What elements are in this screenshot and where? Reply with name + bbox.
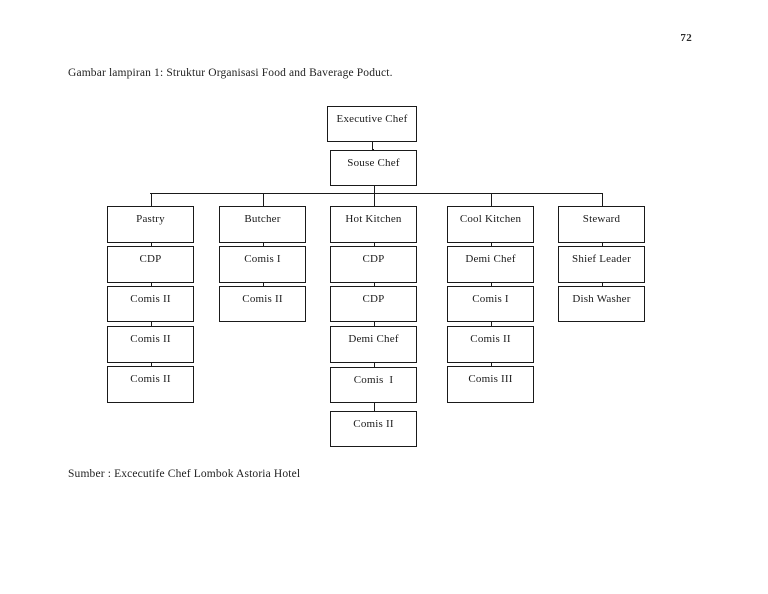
org-node-butcher-2: Comis II xyxy=(219,286,306,322)
org-node-cool-1: Demi Chef xyxy=(447,246,534,283)
org-node-pastry-2: Comis II xyxy=(107,286,194,322)
org-node-steward: Steward xyxy=(558,206,645,243)
connector-line xyxy=(373,403,375,411)
connector-horizontal-bar xyxy=(150,193,602,195)
connector-line xyxy=(150,322,152,326)
connector-line xyxy=(490,322,492,326)
org-node-pastry-3: Comis II xyxy=(107,326,194,363)
connector-line xyxy=(601,243,603,246)
connector-line xyxy=(262,283,264,286)
connector-line xyxy=(150,243,152,246)
org-node-hot-1: CDP xyxy=(330,246,417,283)
connector-line xyxy=(601,283,603,286)
org-node-executive-chef: Executive Chef xyxy=(327,106,417,142)
org-node-steward-2: Dish Washer xyxy=(558,286,645,322)
org-node-souse-chef: Souse Chef xyxy=(330,150,417,186)
connector-line xyxy=(150,363,152,366)
connector-line xyxy=(490,283,492,286)
connector-line xyxy=(373,363,375,367)
connector-line xyxy=(262,243,264,246)
org-node-hot-5: Comis II xyxy=(330,411,417,447)
connector-line xyxy=(601,193,603,206)
connector-line xyxy=(262,193,264,206)
connector-line xyxy=(373,186,375,193)
org-node-hot-2: CDP xyxy=(330,286,417,322)
org-node-hot-4: Comis I xyxy=(330,367,417,403)
org-node-butcher: Butcher xyxy=(219,206,306,243)
connector-line xyxy=(490,193,492,206)
figure-caption: Gambar lampiran 1: Struktur Organisasi F… xyxy=(68,67,393,79)
org-node-hot-kitchen: Hot Kitchen xyxy=(330,206,417,243)
org-node-steward-1: Shief Leader xyxy=(558,246,645,283)
page-number: 72 xyxy=(680,32,692,44)
org-node-pastry-4: Comis II xyxy=(107,366,194,403)
org-node-pastry-1: CDP xyxy=(107,246,194,283)
connector-line xyxy=(373,193,375,206)
org-node-cool-4: Comis III xyxy=(447,366,534,403)
org-node-cool-3: Comis II xyxy=(447,326,534,363)
connector-line xyxy=(490,363,492,366)
connector-line xyxy=(373,243,375,246)
connector-line xyxy=(150,283,152,286)
connector-line xyxy=(490,243,492,246)
source-note: Sumber : Excecutife Chef Lombok Astoria … xyxy=(68,468,301,480)
connector-line xyxy=(373,283,375,286)
org-node-hot-3: Demi Chef xyxy=(330,326,417,363)
org-node-pastry: Pastry xyxy=(107,206,194,243)
connector-line xyxy=(150,193,152,206)
connector-line xyxy=(373,322,375,326)
connector-line xyxy=(372,142,374,150)
org-node-butcher-1: Comis I xyxy=(219,246,306,283)
org-node-cool-2: Comis I xyxy=(447,286,534,322)
org-node-cool-kitchen: Cool Kitchen xyxy=(447,206,534,243)
